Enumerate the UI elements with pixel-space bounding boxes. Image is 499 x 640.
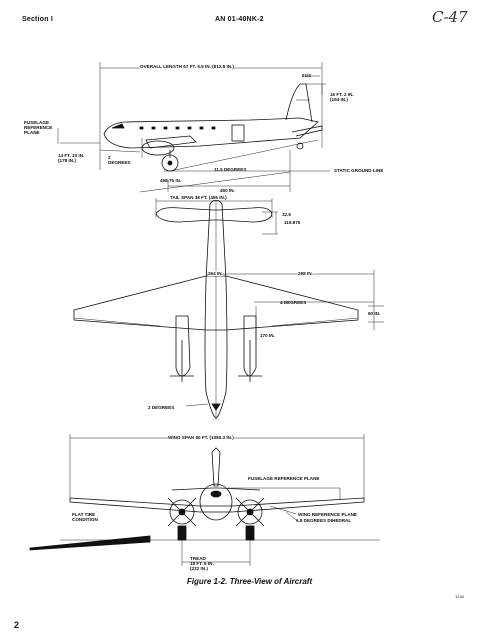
- dim-264-label: 264 IN.: [208, 271, 223, 276]
- eleven-five-degrees-label: 11.5 DEGREES: [214, 167, 247, 172]
- tread-label: TREAD 18 FT. 6 IN. (222 IN.): [190, 556, 214, 571]
- handwritten-note: C-47: [432, 8, 468, 26]
- dim-450-label: 450 IN.: [220, 188, 235, 193]
- front-fuselage-reference-plane-label: FUSELAGE REFERENCE PLANE: [248, 476, 320, 481]
- height-label: 16 FT. 2 IN. (194 IN.): [330, 92, 354, 102]
- static-ground-line-label: STATIC GROUND LINE: [334, 168, 384, 173]
- dim-458-75-label: 458.75 IN.: [160, 178, 182, 183]
- top-view: [73, 196, 384, 420]
- dim-170-label: 170 IN.: [260, 333, 275, 338]
- tail-span-label: TAIL SPAN 38 FT. (455 IN.): [170, 195, 227, 200]
- four-degrees-label: 4 DEGREES: [280, 300, 307, 305]
- document-number: AN 01-40NK-2: [215, 16, 264, 23]
- two-degrees-label: 2 DEGREES: [108, 155, 131, 165]
- dim-119-875-label: 119.875: [284, 220, 301, 225]
- nose-two-degrees-label: 2 DEGREES: [148, 405, 175, 410]
- dim-298-label: 298 IN.: [298, 271, 313, 276]
- wing-span-label: WING SPAN 90 FT. (1080.3 IN.): [168, 435, 234, 440]
- front-view: [29, 434, 380, 566]
- side-view: [57, 62, 330, 193]
- dim-60-label: 60 IN.: [368, 311, 381, 316]
- figure-code: 1234: [455, 594, 464, 599]
- tail-angle-label: 61/2: [302, 73, 311, 78]
- nose-height-label: 14 FT. 10 IN. (178 IN.): [58, 153, 85, 163]
- overall-length-label: OVERALL LENGTH 67 FT. 5.5 IN. (812.5 IN.…: [140, 64, 234, 69]
- figure-caption: Figure 1-2. Three-View of Aircraft: [186, 577, 313, 586]
- page-number: 2: [14, 620, 20, 630]
- dim-32-5-label: 32.5: [282, 212, 291, 217]
- section-label: Section I: [22, 16, 53, 23]
- dihedral-label: 6.8 DEGREES DIHEDRAL: [296, 518, 352, 523]
- wing-reference-plane-label: WING REFERENCE PLANE: [298, 512, 357, 517]
- flat-tire-condition-label: FLAT TIRE CONDITION: [72, 512, 98, 522]
- fuselage-reference-plane-label: FUSELAGE REFERENCE PLANE: [24, 120, 53, 135]
